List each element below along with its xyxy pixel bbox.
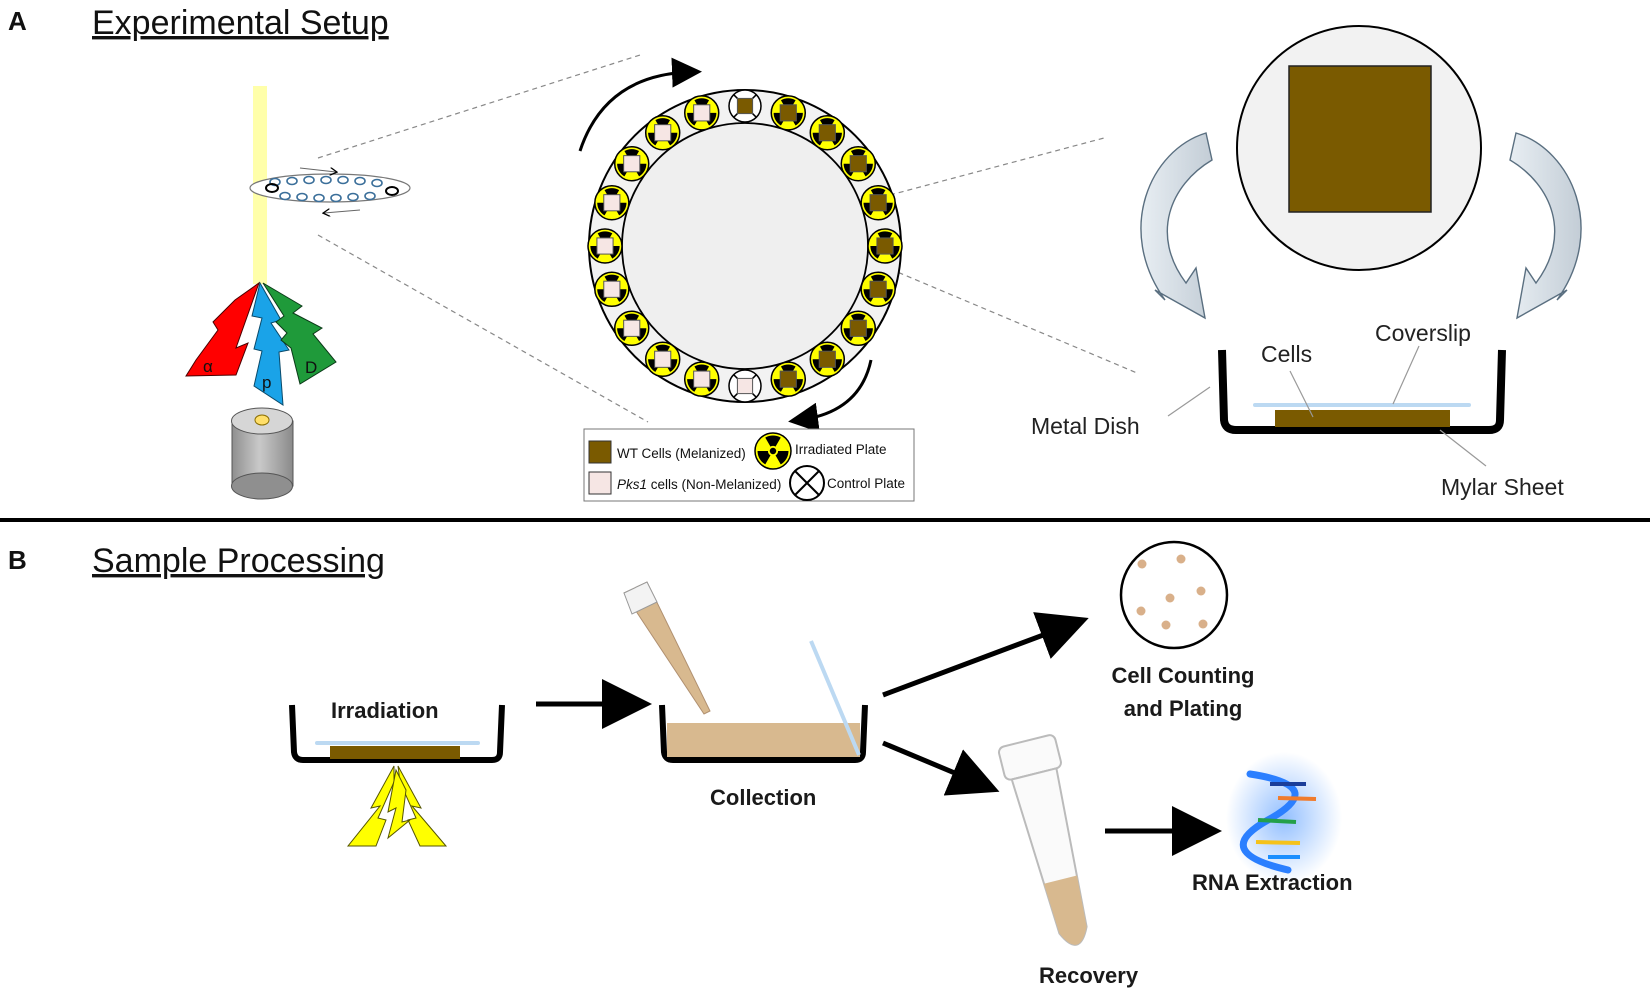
alpha-symbol: α [203, 357, 213, 376]
irradiated-plate-icon [754, 432, 792, 470]
label-metal-dish: Metal Dish [1031, 413, 1140, 439]
proton-symbol: p [262, 373, 271, 392]
radiation-source-cylinder [231, 407, 294, 500]
irradiated-slot [809, 114, 846, 151]
irradiated-slot [860, 184, 896, 221]
irradiated-slot [867, 228, 903, 264]
control-plate-icon [789, 465, 825, 501]
legend-nonmelanized-swatch [588, 471, 612, 495]
control-slot [728, 369, 762, 403]
cell-suspension [667, 723, 860, 757]
curved-arrow-left [1140, 132, 1213, 320]
arrow-to-recovery [882, 740, 1000, 796]
irradiated-slot [860, 271, 896, 308]
petri-plate [1119, 540, 1229, 650]
irradiation-label: Irradiation [331, 698, 439, 723]
coverslip [1253, 403, 1471, 407]
irradiated-slot [770, 95, 807, 131]
legend-irradiated-plate: Irradiated Plate [795, 442, 887, 457]
legend-melanized-swatch [588, 440, 612, 464]
label-coverslip: Coverslip [1375, 320, 1471, 346]
deuteron-symbol: D [305, 358, 317, 377]
legend-hazard-symbol [754, 432, 792, 470]
recovery-step: Recovery [997, 734, 1139, 988]
rna-extraction-label: RNA Extraction [1192, 870, 1353, 895]
irradiated-slot [644, 114, 681, 151]
rotation-arrow-bottom [788, 359, 873, 433]
arrow-to-counting [882, 612, 1089, 698]
microcentrifuge-tube [997, 734, 1088, 946]
plate-closeup [1236, 25, 1482, 271]
irradiated-slot [809, 341, 846, 378]
irradiated-slot [594, 271, 630, 308]
irradiation-bolts-icon [346, 765, 448, 847]
panel-b-letter: B [8, 545, 27, 575]
cells-layer [1275, 410, 1450, 427]
irradiated-slot [840, 145, 877, 182]
recovery-label: Recovery [1039, 963, 1139, 988]
metal-dish [1218, 349, 1506, 434]
zoom-lines-wheel [317, 54, 1138, 423]
legend-wt-cells: WT Cells (Melanized) [617, 446, 746, 461]
irradiated-slot [683, 361, 720, 397]
irradiated-slot [770, 361, 807, 397]
irradiated-slot [644, 341, 681, 378]
wheel-legend: WT Cells (Melanized) Pks1 cells (Non-Mel… [583, 428, 915, 502]
deuteron-bolt: D [262, 282, 337, 385]
melanized-cell-square [1288, 65, 1432, 213]
cell-counting-label-line1: Cell Counting [1112, 663, 1255, 688]
panel-a-title: Experimental Setup [92, 4, 389, 42]
colonies [1136, 554, 1208, 630]
sample-wheel [587, 89, 903, 403]
alpha-particle-bolt: α [185, 281, 260, 377]
panel-a-letter: A [8, 6, 27, 36]
control-slot [728, 89, 762, 123]
small-wheel-icon [249, 168, 411, 213]
metal-dish-diagram: Cells Coverslip Metal Dish Mylar Sheet [1031, 320, 1564, 500]
irradiated-slot [683, 95, 720, 131]
curved-arrow-right [1509, 132, 1582, 320]
irradiated-slot [613, 310, 650, 347]
irradiated-slot [594, 184, 630, 221]
legend-pks1-cells: Pks1 cells (Non-Melanized) [617, 477, 781, 492]
rna-strand-icon: RNA Extraction [1192, 752, 1353, 895]
collection-label: Collection [710, 785, 816, 810]
proton-bolt: p [251, 281, 290, 406]
legend-control-plate: Control Plate [827, 476, 905, 491]
label-cells: Cells [1261, 341, 1312, 367]
irradiation-step: Irradiation [289, 698, 505, 847]
section-divider [0, 518, 1650, 522]
irradiated-slot [613, 145, 650, 182]
label-mylar-sheet: Mylar Sheet [1441, 474, 1564, 500]
panel-b-title: Sample Processing [92, 542, 385, 580]
collection-coverslip [809, 640, 861, 756]
irradiated-slot [840, 310, 877, 347]
irradiated-slot [587, 228, 623, 264]
collection-step: Collection [623, 581, 868, 810]
cell-counting-label-line2: and Plating [1124, 696, 1243, 721]
rotation-arrow-top [578, 57, 702, 152]
cell-counting-step: Cell Counting and Plating [1112, 540, 1255, 721]
